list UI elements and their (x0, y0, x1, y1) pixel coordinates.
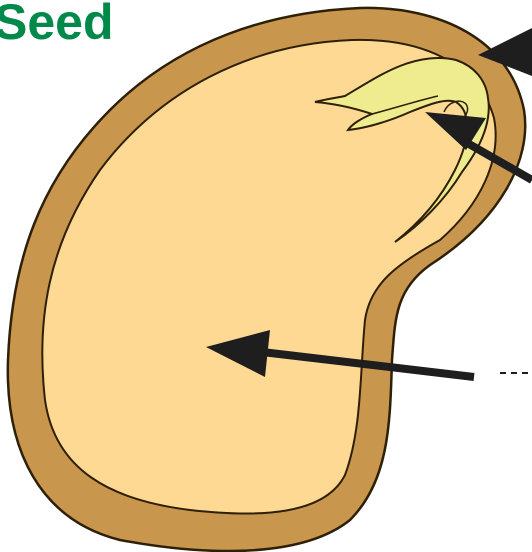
seed-diagram (0, 0, 532, 552)
